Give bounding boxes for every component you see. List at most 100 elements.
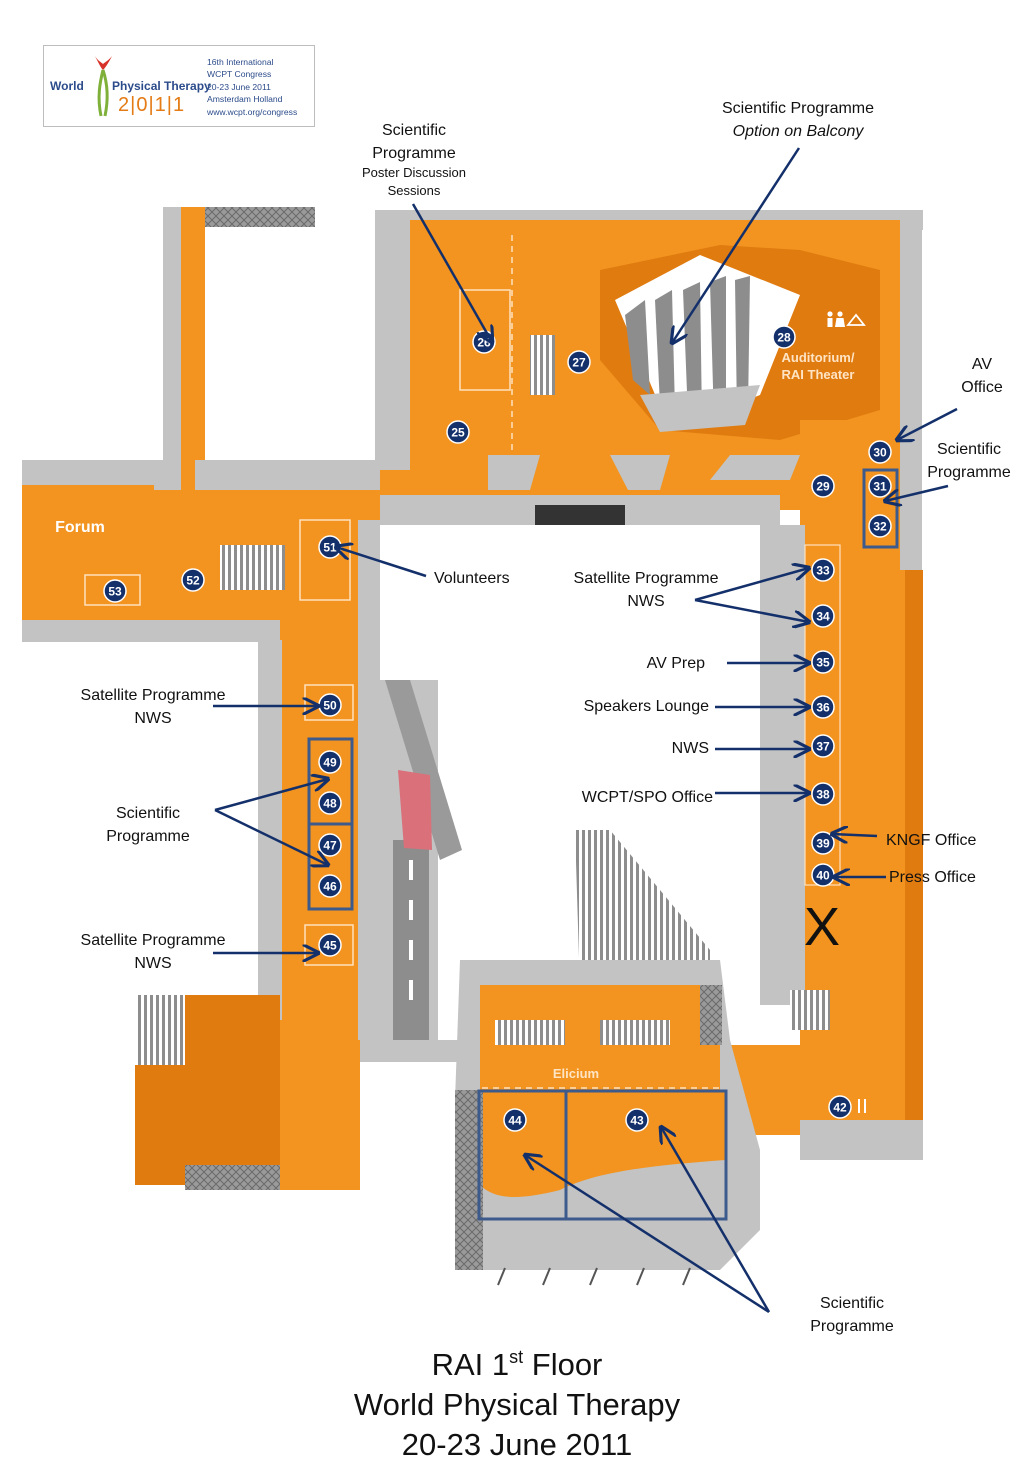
room-number: 27 <box>572 356 586 370</box>
room-badge-40: 40 <box>811 863 835 887</box>
room-badge-31: 31 <box>868 474 892 498</box>
room-number: 52 <box>186 574 200 588</box>
room-number: 34 <box>816 610 830 624</box>
room-number: 43 <box>630 1114 644 1128</box>
logo-brand-world: World <box>50 79 84 93</box>
room-number: 45 <box>323 939 337 953</box>
label-sci-left: Scientific <box>116 805 180 822</box>
stairs <box>535 505 625 525</box>
callout-labels: Scientific Programme Poster Discussion S… <box>81 100 1011 1335</box>
label-balcony: Scientific Programme <box>722 100 874 117</box>
side-room <box>905 570 923 1130</box>
arrow-sat-34 <box>694 598 809 622</box>
room-badge-36: 36 <box>811 695 835 719</box>
arrow-sci-44 <box>525 1155 770 1314</box>
arrow-sci-46 <box>214 808 328 865</box>
arrow-poster-sessions <box>411 203 492 342</box>
wall <box>375 225 410 465</box>
label-poster-title: Scientific <box>382 122 446 139</box>
room-label-forum: Forum <box>55 519 105 536</box>
restroom-icon <box>827 311 845 327</box>
room-label-elicium: Elicium <box>553 1066 599 1081</box>
label-sat-left: Satellite Programme <box>81 687 226 704</box>
stairs <box>220 545 285 590</box>
label-sat-left: NWS <box>134 710 171 727</box>
pillars <box>497 1267 691 1286</box>
room-badges: 2526272829303132333435363738394042434445… <box>103 325 892 1132</box>
room-label-auditorium-2: RAI Theater <box>782 367 855 382</box>
room-badge-37: 37 <box>811 734 835 758</box>
room-badge-39: 39 <box>811 831 835 855</box>
car <box>398 770 432 850</box>
title-line-2: World Physical Therapy <box>353 1387 681 1422</box>
label-speakers-lounge: Speakers Lounge <box>584 698 710 715</box>
label-sat-left-low: NWS <box>134 955 171 972</box>
auditorium-seating <box>615 255 800 432</box>
title-floor-sup: st <box>509 1347 524 1367</box>
logo-brand-physical-therapy: Physical Therapy <box>112 79 211 93</box>
stairs <box>530 335 555 395</box>
room-badge-27: 27 <box>567 350 591 374</box>
label-sat-mid: Satellite Programme <box>574 570 719 587</box>
room-number: 39 <box>816 837 830 851</box>
arrow-volunteers <box>336 547 427 578</box>
room-number: 50 <box>323 699 337 713</box>
title-line-3: 20-23 June 2011 <box>401 1427 633 1462</box>
label-av-office: AV <box>972 356 992 373</box>
room-number: 53 <box>108 585 122 599</box>
room-badge-44: 44 <box>503 1108 527 1132</box>
wall <box>185 1165 295 1190</box>
arrow-kngf <box>832 834 878 836</box>
label-sci-right: Programme <box>927 464 1011 481</box>
label-av-office: Office <box>961 379 1003 396</box>
wall <box>163 207 181 507</box>
building-floor <box>22 207 923 1286</box>
arrow-sci-48 <box>214 779 328 812</box>
room-number: 28 <box>777 331 791 345</box>
room-number: 48 <box>323 797 337 811</box>
room-badge-46: 46 <box>318 874 342 898</box>
label-poster-sub: Sessions <box>388 183 441 198</box>
room-badge-47: 47 <box>318 833 342 857</box>
room-number: 44 <box>508 1114 522 1128</box>
room-badge-28: 28 <box>772 325 796 349</box>
corridor <box>280 1040 360 1190</box>
label-poster-title: Programme <box>372 145 456 162</box>
highlight-room-43 <box>564 1089 728 1221</box>
wall <box>760 525 805 1005</box>
room-number: 29 <box>816 480 830 494</box>
room-number: 49 <box>323 756 337 770</box>
corridor <box>181 207 205 497</box>
arrow-av-office <box>897 407 958 440</box>
room-badge-25: 25 <box>446 420 470 444</box>
label-press: Press Office <box>889 869 976 886</box>
title-floor-prefix: RAI 1 <box>431 1347 510 1382</box>
room-badge-42: 42 <box>828 1095 852 1119</box>
room-badge-35: 35 <box>811 650 835 674</box>
wall <box>800 1120 923 1160</box>
grand-stairs <box>575 830 710 990</box>
wall <box>610 455 670 490</box>
room-number: 47 <box>323 839 337 853</box>
room-badge-29: 29 <box>811 474 835 498</box>
wall <box>358 520 380 1040</box>
arrow-sat-33 <box>694 568 809 602</box>
page-title: RAI 1st Floor World Physical Therapy 20-… <box>0 1345 1024 1465</box>
wall <box>258 640 282 1020</box>
wall <box>488 455 540 490</box>
wall <box>205 207 315 227</box>
title-line-1: RAI 1st Floor <box>0 1345 1024 1385</box>
logo-info-line: 16th International <box>207 57 274 67</box>
stairs <box>600 1020 670 1045</box>
room-number: 46 <box>323 880 337 894</box>
room-badge-30: 30 <box>868 440 892 464</box>
highlight-rooms-46-47 <box>307 822 354 911</box>
label-sat-left-low: Satellite Programme <box>81 932 226 949</box>
room-number: 30 <box>873 446 887 460</box>
room-number: 25 <box>451 426 465 440</box>
label-av-prep: AV Prep <box>647 655 706 672</box>
logo-figure-icon <box>95 56 112 117</box>
room-number: 32 <box>873 520 887 534</box>
forum-room <box>22 485 154 623</box>
room-number: 37 <box>816 740 830 754</box>
